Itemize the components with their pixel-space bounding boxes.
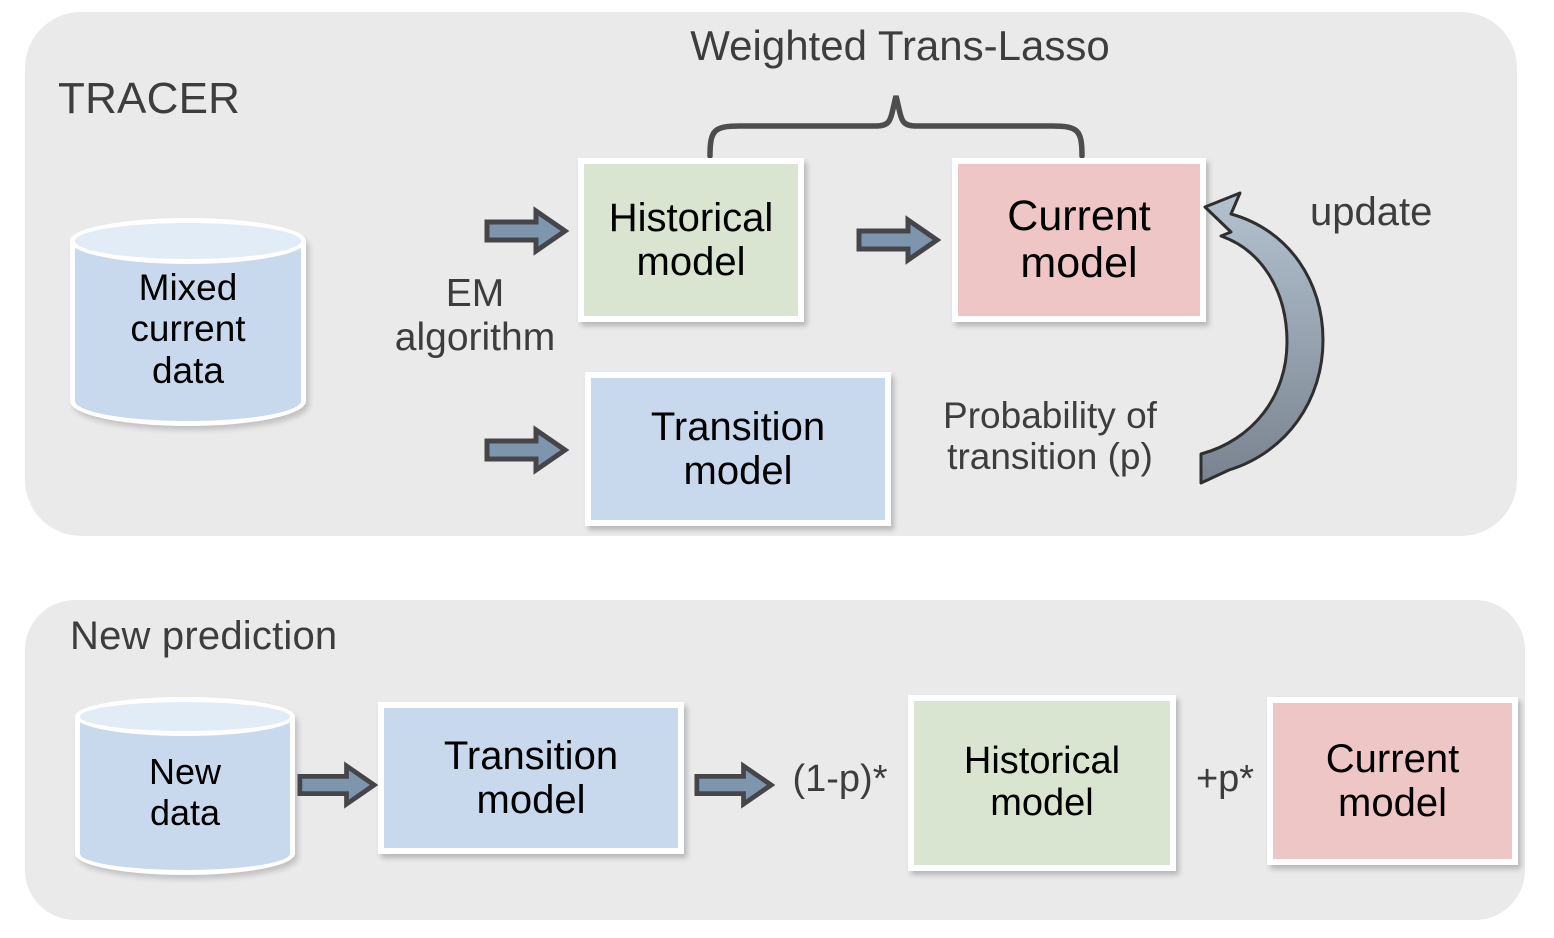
curly-brace-icon	[707, 95, 1085, 159]
current-model-box-top[interactable]: Current model	[952, 158, 1206, 322]
arrow-transition-to-formula-icon	[694, 761, 776, 809]
arrow-data-to-historical-icon	[484, 206, 570, 256]
mixed-current-data-label: Mixed current data	[130, 266, 246, 391]
arrow-data-to-transition-icon	[484, 425, 570, 475]
current-model-box-bottom[interactable]: Current model	[1267, 697, 1518, 865]
new-data-label: New data	[148, 751, 222, 833]
probability-of-transition-label: Probability of transition (p)	[943, 395, 1157, 478]
historical-model-box-top[interactable]: Historical model	[578, 158, 804, 322]
arrow-newdata-to-transition-icon	[297, 761, 379, 809]
new-prediction-panel-title: New prediction	[70, 614, 338, 658]
transition-model-box-bottom[interactable]: Transition model	[378, 702, 684, 854]
mixed-current-data-cylinder: Mixed current data	[70, 218, 306, 426]
plus-p-weight-label: +p*	[1195, 758, 1255, 800]
new-data-cylinder: New data	[75, 697, 295, 875]
historical-model-box-bottom[interactable]: Historical model	[908, 695, 1176, 871]
update-curved-arrow-icon	[1199, 191, 1325, 485]
em-algorithm-label: EM algorithm	[394, 272, 556, 359]
weighted-trans-lasso-label: Weighted Trans-Lasso	[690, 22, 1110, 69]
cylinder-top-ellipse	[75, 697, 295, 737]
arrow-historical-to-current-icon	[856, 215, 942, 265]
cylinder-top-ellipse	[70, 218, 306, 264]
tracer-panel-title: TRACER	[58, 74, 241, 123]
update-label: update	[1310, 190, 1433, 234]
one-minus-p-weight-label: (1-p)*	[792, 758, 888, 800]
transition-model-box-top[interactable]: Transition model	[585, 372, 891, 526]
